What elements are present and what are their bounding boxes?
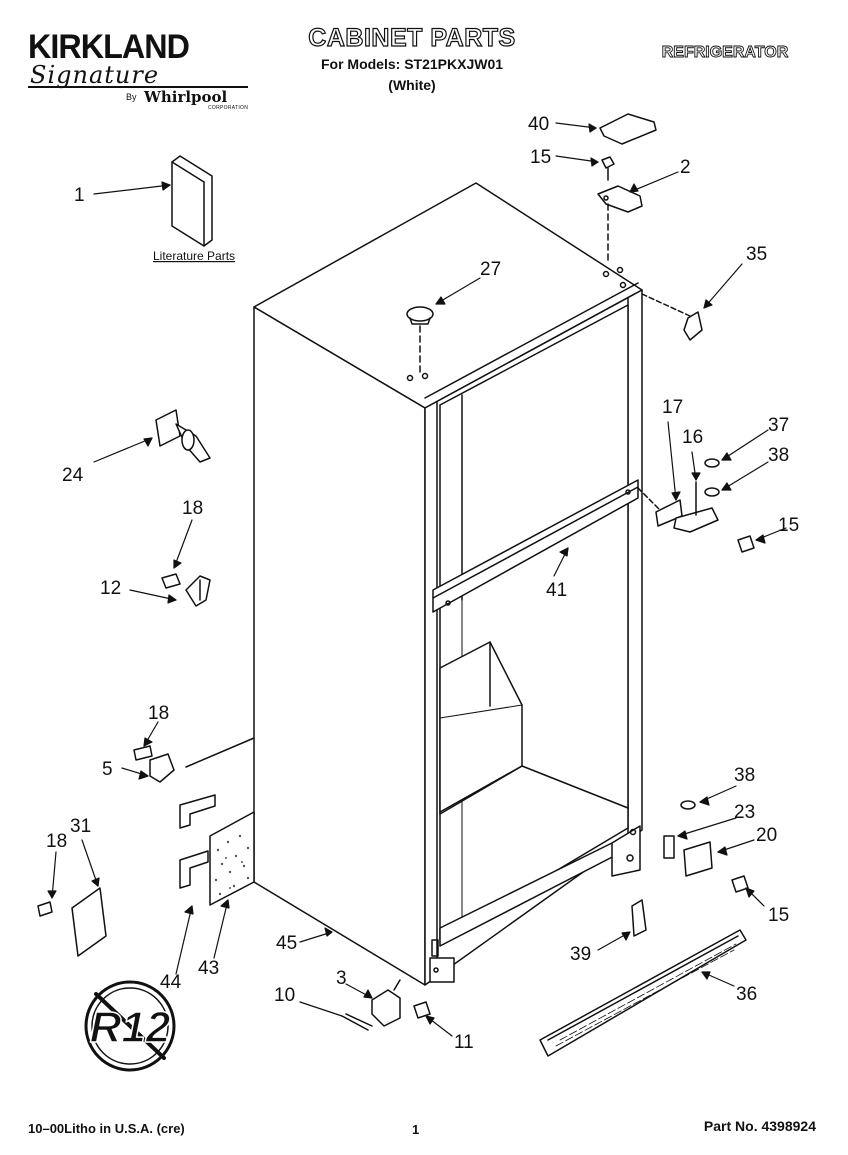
refrigerant-r12-badge: R12 <box>84 980 176 1072</box>
part-top-hinge <box>597 156 643 263</box>
brand-maker: Whirlpool <box>144 88 228 106</box>
part-right-hinge-lower <box>663 800 749 893</box>
brand-signature: Signature <box>30 61 160 89</box>
callout-1: 1 <box>74 185 85 206</box>
cabinet-body <box>253 182 643 986</box>
callout-35: 35 <box>746 244 767 265</box>
callout-45: 45 <box>276 933 297 954</box>
callout-39: 39 <box>570 944 591 965</box>
part-27-plug <box>406 306 434 373</box>
part-right-hinge-upper <box>637 458 755 553</box>
divider-bar <box>432 479 639 613</box>
part-literature <box>171 155 213 247</box>
refrigerant-label: R12 <box>90 1003 171 1052</box>
part-24 <box>155 409 211 463</box>
callout-18-left: 18 <box>46 831 67 852</box>
callout-43: 43 <box>198 958 219 979</box>
callout-11: 11 <box>454 1032 474 1053</box>
part-bottom-hinge <box>341 979 431 1031</box>
callout-44: 44 <box>160 972 182 993</box>
footer-part-number: Part No. 4398924 <box>703 1118 816 1134</box>
part-hinge-cover <box>599 113 657 145</box>
brand-maker-sub: CORPORATION <box>208 105 249 111</box>
callout-20: 20 <box>756 825 777 846</box>
callout-15: 15 <box>530 147 551 168</box>
callout-2: 2 <box>680 157 691 178</box>
callout-36: 36 <box>736 984 757 1005</box>
part-36-grille <box>539 929 747 1057</box>
callout-3: 3 <box>336 968 347 989</box>
brand-by: By <box>126 92 137 102</box>
back-components <box>179 737 255 906</box>
callout-37: 37 <box>768 415 789 436</box>
part-31-cover <box>37 887 107 957</box>
callout-5: 5 <box>102 759 113 780</box>
callout-31: 31 <box>70 816 91 837</box>
callout-15-lower: 15 <box>768 905 789 926</box>
brand-logo: KIRKLAND Signature By Whirlpool CORPORAT… <box>28 28 253 111</box>
callout-10: 10 <box>274 985 295 1006</box>
callout-18-mid: 18 <box>148 703 169 724</box>
appliance-type: REFRIGERATOR <box>661 44 789 62</box>
callout-12: 12 <box>100 578 121 599</box>
model-number: For Models: ST21PKXJW01 <box>320 56 504 72</box>
brand-name: KIRKLAND <box>28 28 190 66</box>
footer-litho: 10–00Litho in U.S.A. (cre) <box>28 1121 185 1136</box>
callout-numbers: 40 15 2 1 35 27 17 16 37 38 24 18 12 15 … <box>46 114 799 1053</box>
footer-page-number: 1 <box>412 1122 420 1137</box>
callout-16: 16 <box>682 427 703 448</box>
brand-rule <box>28 86 248 88</box>
callout-38-lower: 38 <box>734 765 755 786</box>
page-title: CABINET PARTS <box>308 23 516 52</box>
model-color: (White) <box>388 77 436 93</box>
part-39 <box>631 899 647 937</box>
callout-15-right: 15 <box>778 515 799 536</box>
callout-40: 40 <box>528 114 549 135</box>
part-12-bracket <box>161 573 211 607</box>
callout-18: 18 <box>182 498 203 519</box>
callout-27: 27 <box>480 259 501 280</box>
leader-lines <box>47 122 787 1037</box>
literature-parts-label: Literature Parts <box>153 249 235 263</box>
callout-41: 41 <box>546 580 567 601</box>
part-5-clip <box>133 745 175 783</box>
callout-23: 23 <box>734 802 755 823</box>
callout-38: 38 <box>768 445 789 466</box>
callout-17: 17 <box>662 397 683 418</box>
part-35 <box>641 293 703 341</box>
callout-24: 24 <box>62 465 84 486</box>
